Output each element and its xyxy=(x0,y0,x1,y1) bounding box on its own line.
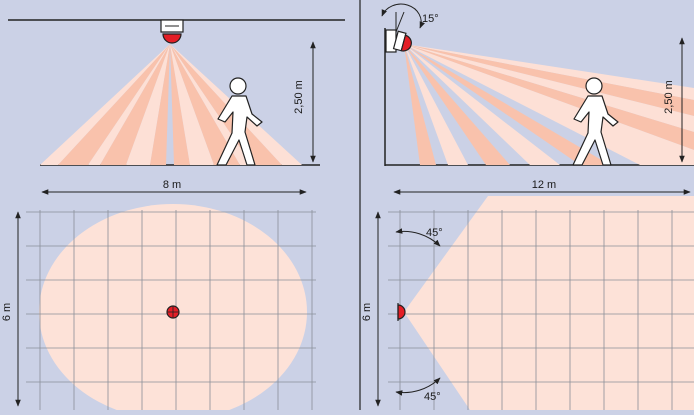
lower-angle-indicator: 45° xyxy=(395,377,441,403)
depth-dimension: 6 m xyxy=(1,211,21,407)
upper-angle-label: 45° xyxy=(426,227,443,239)
wall-motion-detector-icon xyxy=(385,29,412,53)
wall-width-dimension: 12 m xyxy=(393,179,691,195)
wall-width-label: 12 m xyxy=(532,179,556,191)
lower-angle-label: 45° xyxy=(424,391,441,403)
tilt-angle-indicator: 15° xyxy=(381,3,439,33)
sensor-dot-icon xyxy=(166,305,180,319)
wall-sensor-half-dot-icon xyxy=(397,303,406,321)
ceiling-side-view: 2,50 m 8 m xyxy=(8,19,345,195)
width-dimension: 8 m xyxy=(41,179,307,195)
wall-height-dimension: 2,50 m xyxy=(663,37,685,163)
wall-depth-dimension: 6 m xyxy=(361,211,381,407)
width-label: 8 m xyxy=(163,179,181,191)
ceiling-beams xyxy=(40,44,302,165)
walking-person-icon xyxy=(572,77,619,166)
depth-label: 6 m xyxy=(1,303,13,321)
wall-coverage-area xyxy=(404,196,694,410)
height-dimension: 2,50 m xyxy=(293,41,316,163)
upper-angle-indicator: 45° xyxy=(395,227,443,247)
ceiling-top-view: 6 m xyxy=(1,204,316,410)
height-label: 2,50 m xyxy=(293,80,305,114)
wall-height-label: 2,50 m xyxy=(663,80,675,114)
wall-top-view: 45° 45° 6 m xyxy=(361,196,694,410)
wall-depth-label: 6 m xyxy=(361,303,373,321)
wall-beams xyxy=(404,44,694,165)
motion-detector-icon xyxy=(160,19,184,44)
walking-person-icon xyxy=(216,77,263,166)
tilt-label: 15° xyxy=(422,13,439,25)
wall-side-view: 15° 2,50 m 12 m xyxy=(381,3,694,195)
